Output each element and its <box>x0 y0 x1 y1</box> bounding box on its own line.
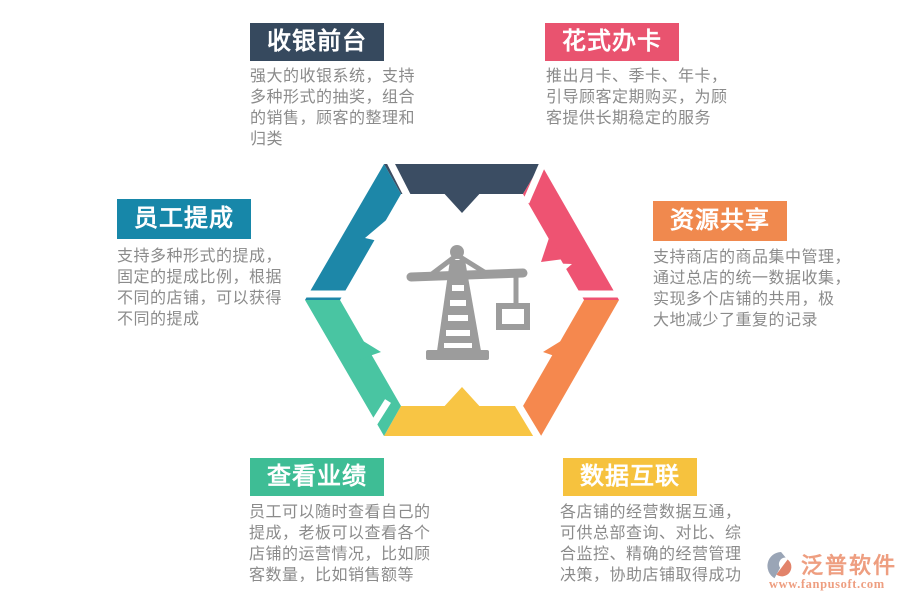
segment-arrow-top <box>441 190 483 213</box>
segment-arrow-bottom-left <box>355 336 381 361</box>
panel-description-view-performance: 员工可以随时查看自己的 提成，老板可以查看各个 店铺的运营情况，比如顾 客数量，… <box>249 504 431 584</box>
panel-description-staff-commission: 支持多种形式的提成， 固定的提成比例，根据 不同的店铺，可以获得 不同的提成 <box>117 248 283 328</box>
segment-arrow-bottom <box>441 387 483 410</box>
panel-title-resource-sharing: 资源共享 <box>653 201 787 241</box>
hexagon-segment-top-left <box>305 164 401 300</box>
segment-arrow-top-right <box>541 238 564 262</box>
hexagon-segment-bottom-right <box>523 300 619 436</box>
panel-title-cashier-frontdesk: 收银前台 <box>250 23 384 61</box>
hexagon-segment-bottom-left <box>305 300 401 436</box>
panel-title-fancy-card: 花式办卡 <box>545 23 679 61</box>
panel-title-data-interconnect: 数据互联 <box>563 458 697 496</box>
segment-arrow-bottom-right <box>543 336 569 361</box>
brand-name: 泛普软件 <box>801 553 898 578</box>
hexagon-segment-bottom <box>384 406 541 436</box>
segment-notch-top-left <box>365 216 391 244</box>
hexagon-segment-top <box>384 164 541 194</box>
panel-description-cashier-frontdesk: 强大的收银系统，支持 多种形式的抽奖，组合 的销售，顾客的整理和 归类 <box>250 68 416 148</box>
segment-gaps <box>290 154 634 441</box>
panel-title-view-performance: 查看业绩 <box>250 458 384 496</box>
panel-description-data-interconnect: 各店铺的经营数据互通， 可供总部查询、对比、综 合监控、精确的经营管理 决策，协… <box>560 504 742 584</box>
tower-crane-icon <box>406 245 530 360</box>
panel-description-resource-sharing: 支持商店的商品集中管理， 通过总店的统一数据收集， 实现多个店铺的共用，极 大地… <box>653 249 852 329</box>
brand-url: www.fanpusoft.com <box>769 577 885 591</box>
brand-watermark: 泛普软件 www.fanpusoft.com <box>765 548 897 594</box>
fanpu-logo-icon <box>767 551 792 579</box>
panel-description-fancy-card: 推出月卡、季卡、年卡， 引导顾客定期购买，为顾 客提供长期稳定的服务 <box>546 68 728 127</box>
hexagon-segment-top-right <box>523 164 619 300</box>
segment-notch-top-right <box>543 263 572 282</box>
panel-title-staff-commission: 员工提成 <box>117 199 251 239</box>
